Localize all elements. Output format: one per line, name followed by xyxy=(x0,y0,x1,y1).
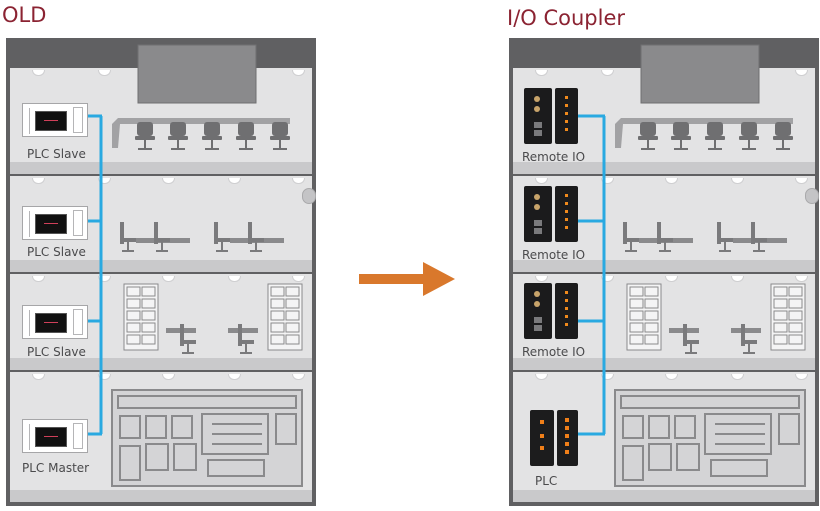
plc-slave-device xyxy=(22,305,88,339)
plc-slave-device xyxy=(22,103,88,137)
floor-strip xyxy=(513,260,815,272)
plc-device xyxy=(530,410,578,466)
plc-slave-label: PLC Slave xyxy=(27,345,86,359)
display-screen xyxy=(35,313,67,333)
display-screen xyxy=(35,427,67,447)
door-knob xyxy=(805,188,819,204)
plc-master-device xyxy=(22,419,88,453)
plc-master-label: PLC Master xyxy=(22,461,90,475)
remote-io-device xyxy=(524,283,578,339)
floor-strip xyxy=(513,358,815,370)
display-screen xyxy=(35,111,67,131)
remote-io-device xyxy=(524,88,578,144)
remote-io-label: Remote IO xyxy=(522,150,586,164)
floor-strip xyxy=(10,490,312,502)
plc-slave-label: PLC Slave xyxy=(27,245,86,259)
right-arrow-icon xyxy=(359,262,455,296)
remote-io-device xyxy=(524,186,578,242)
heading-io-coupler: I/O Coupler xyxy=(507,6,626,30)
door-knob xyxy=(302,188,316,204)
display-screen xyxy=(35,214,67,234)
floor-strip xyxy=(513,162,815,174)
plc-label: PLC xyxy=(535,474,558,488)
floor-strip xyxy=(10,260,312,272)
floor-strip xyxy=(10,358,312,370)
remote-io-label: Remote IO xyxy=(522,248,586,262)
heading-old: OLD xyxy=(2,3,47,27)
floor-strip xyxy=(513,490,815,502)
plc-slave-label: PLC Slave xyxy=(27,147,86,161)
remote-io-label: Remote IO xyxy=(522,345,586,359)
floor-strip xyxy=(10,162,312,174)
plc-slave-device xyxy=(22,206,88,240)
